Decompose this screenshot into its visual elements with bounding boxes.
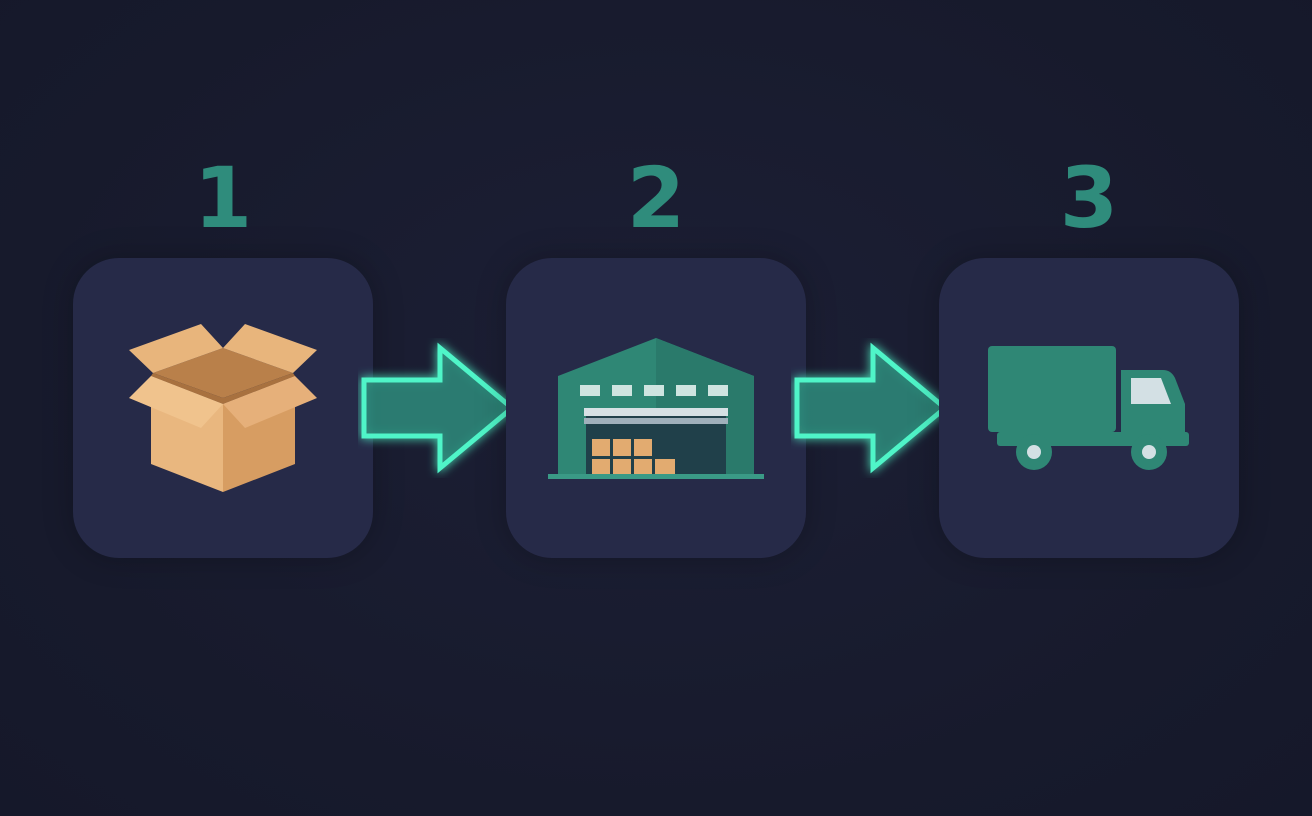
warehouse-icon xyxy=(548,338,764,479)
step-card-3 xyxy=(939,258,1239,558)
step-number-1: 1 xyxy=(193,149,253,247)
step-card-2 xyxy=(506,258,806,558)
open-box-icon xyxy=(129,324,317,492)
step-number-3: 3 xyxy=(1059,149,1119,247)
delivery-truck-icon xyxy=(988,346,1189,470)
step-card-1 xyxy=(73,258,373,558)
arrow-2-icon xyxy=(794,342,949,474)
arrow-1-icon xyxy=(361,342,516,474)
step-number-2: 2 xyxy=(626,149,686,247)
